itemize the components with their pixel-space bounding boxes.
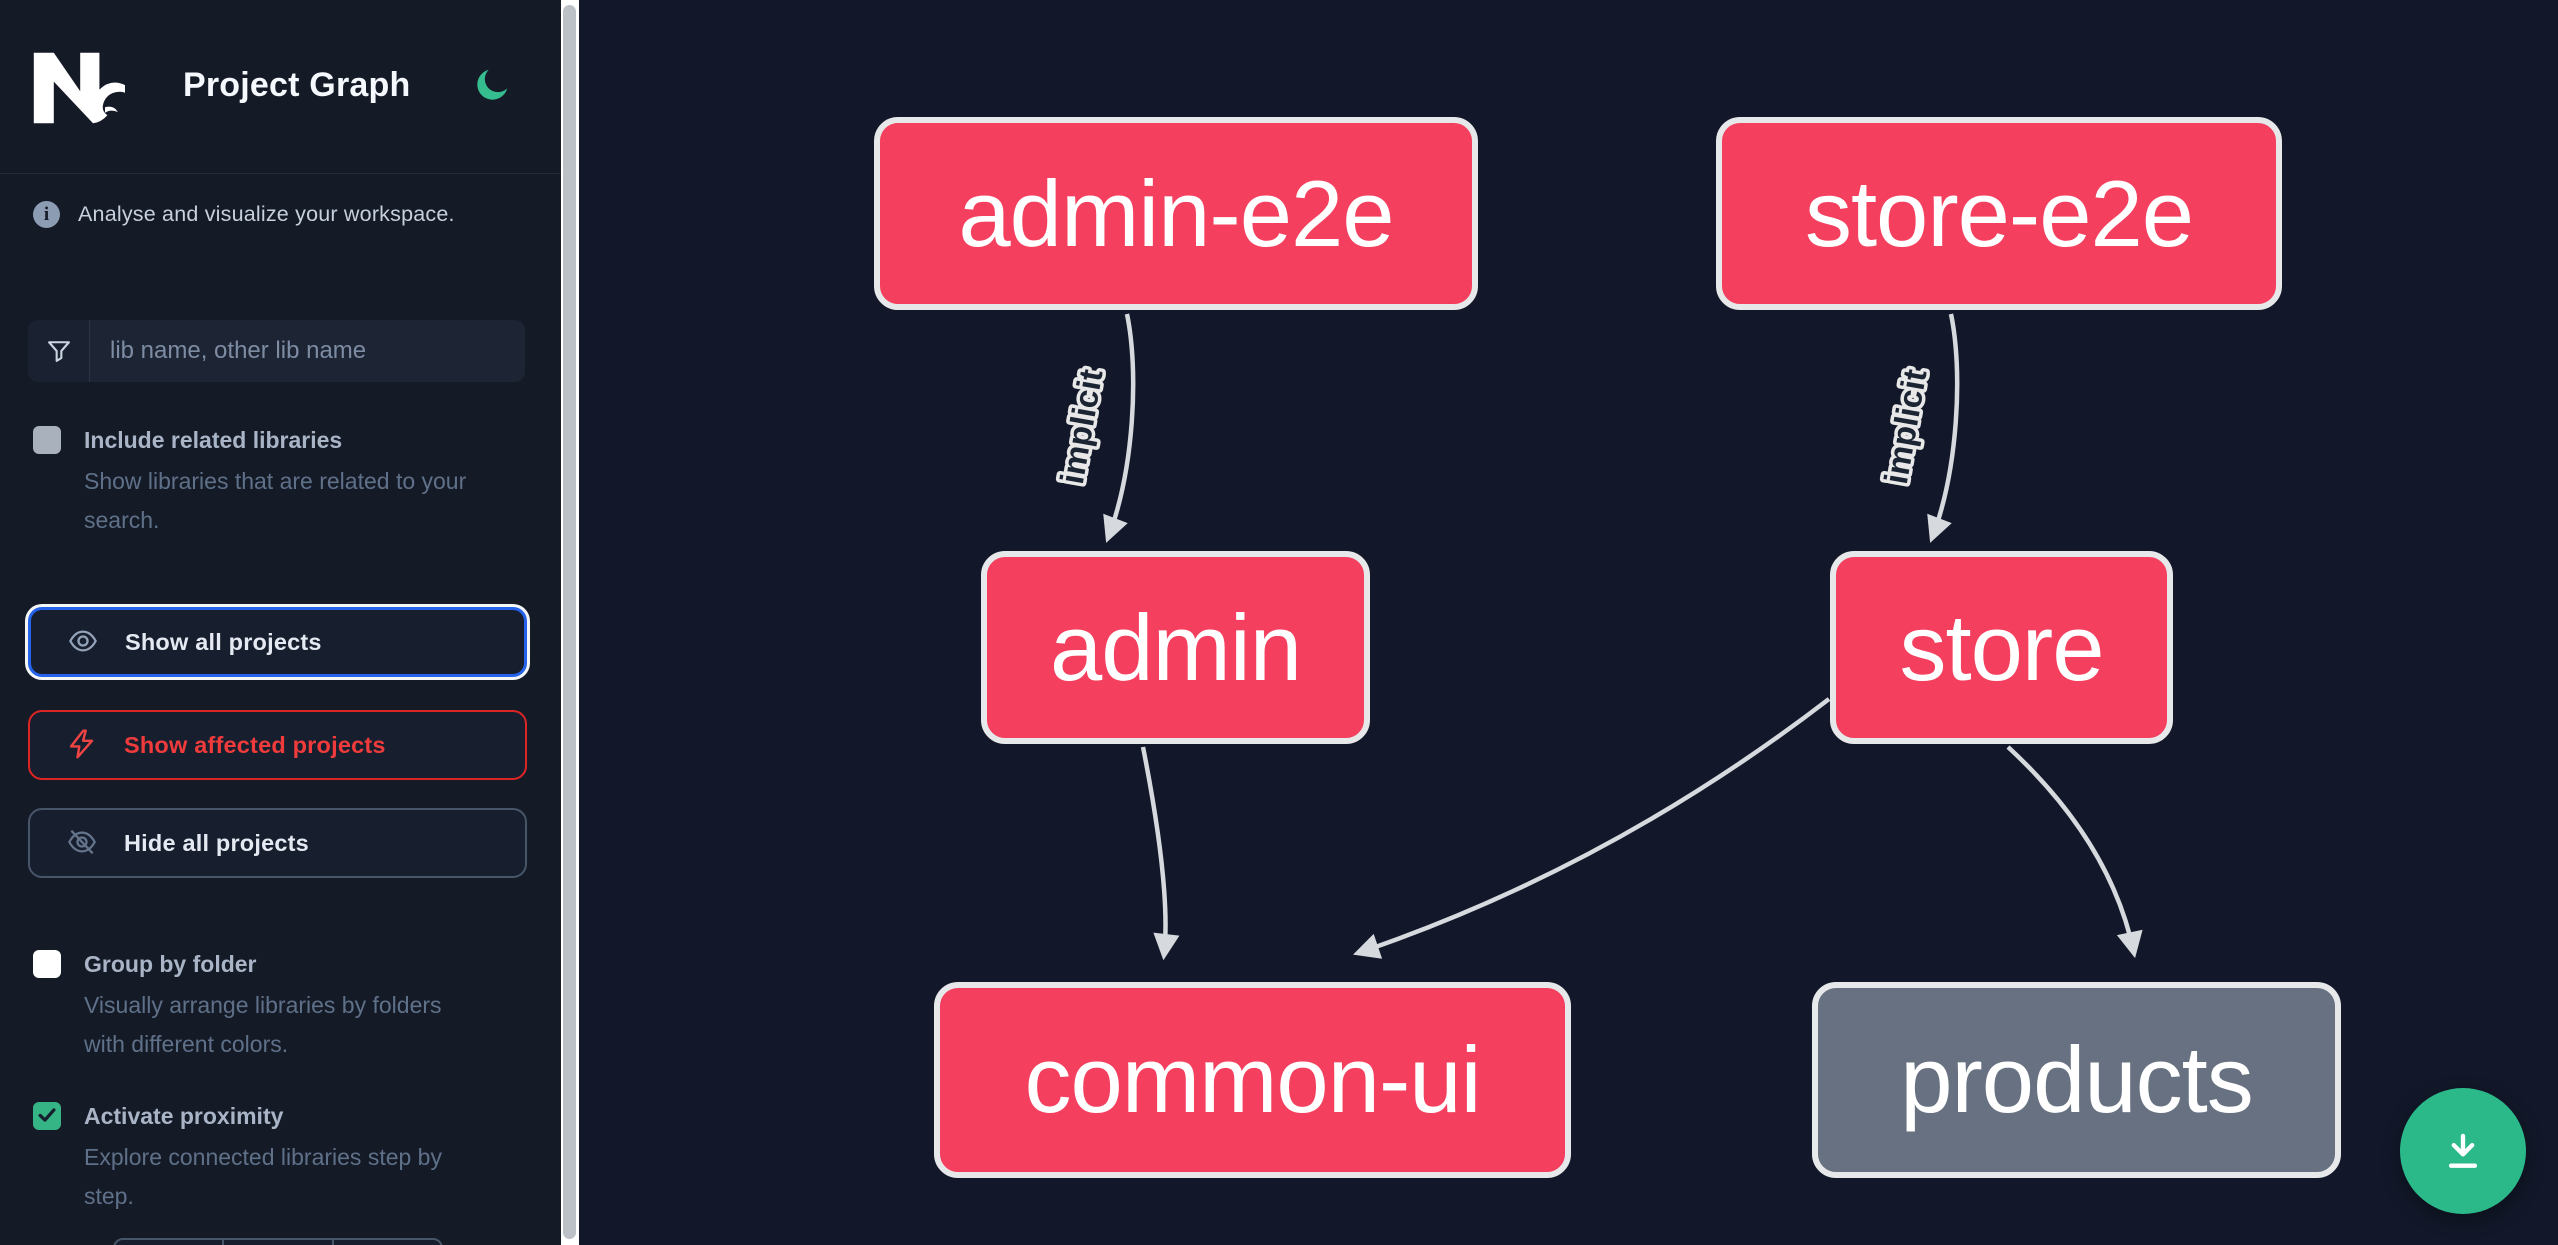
checkbox-description: Explore connected libraries step by step…: [84, 1144, 442, 1209]
show-affected-projects-button[interactable]: Show affected projects: [28, 710, 527, 780]
theme-toggle-button[interactable]: [470, 64, 514, 108]
moon-icon: [473, 69, 511, 107]
edge-store-to-common-ui: [1353, 697, 1831, 959]
sidebar-scrollbar-track: [561, 0, 579, 1245]
lightning-bolt-icon: [66, 728, 98, 763]
segment[interactable]: [224, 1240, 334, 1245]
search-input[interactable]: [90, 320, 525, 382]
activate-proximity-checkbox[interactable]: [33, 1102, 61, 1130]
checkbox-description: Visually arrange libraries by folders wi…: [84, 992, 442, 1057]
download-image-button[interactable]: [2400, 1088, 2526, 1214]
checkbox-row-include-related: Include related libraries Show libraries…: [33, 424, 516, 540]
download-icon: [2437, 1124, 2489, 1179]
show-all-projects-button[interactable]: Show all projects: [28, 607, 527, 677]
group-by-folder-checkbox[interactable]: [33, 950, 61, 978]
edge-admin-e2e-to-admin: [1103, 313, 1136, 543]
graph-node-common-ui[interactable]: common-ui: [934, 982, 1571, 1178]
filter-search-box: [28, 320, 525, 382]
checkmark-icon: [36, 1104, 58, 1129]
eye-icon: [67, 625, 99, 660]
bottom-segmented-control[interactable]: [113, 1238, 443, 1245]
sidebar-scrollbar-thumb[interactable]: [563, 5, 576, 1239]
segment[interactable]: [115, 1240, 225, 1245]
checkbox-row-group-by-folder: Group by folder Visually arrange librari…: [33, 948, 484, 1064]
checkbox-label: Group by folder: [84, 951, 257, 977]
include-related-checkbox[interactable]: [33, 426, 61, 454]
page-title: Project Graph: [183, 66, 411, 104]
sidebar-header: Project Graph: [0, 0, 561, 174]
funnel-filter-icon: [28, 320, 90, 382]
segment[interactable]: [334, 1240, 441, 1245]
edge-label-implicit: implicit: [1877, 366, 1933, 486]
checkbox-label: Include related libraries: [84, 427, 343, 453]
checkbox-description: Show libraries that are related to your …: [84, 468, 467, 533]
info-icon: i: [33, 201, 60, 228]
graph-edges: implicit implicit: [1050, 313, 2143, 961]
hide-all-projects-button[interactable]: Hide all projects: [28, 808, 527, 878]
button-label: Show affected projects: [124, 731, 386, 758]
edge-admin-to-common-ui: [1140, 746, 1180, 961]
edge-label-implicit: implicit: [1053, 366, 1109, 486]
button-label: Show all projects: [125, 628, 322, 655]
graph-node-admin-e2e[interactable]: admin-e2e: [874, 117, 1478, 310]
sidebar: Project Graph i Analyse and visualize yo…: [0, 0, 561, 1245]
graph-node-store[interactable]: store: [1830, 551, 2173, 744]
tagline-text: Analyse and visualize your workspace.: [78, 202, 455, 226]
checkbox-row-activate-proximity: Activate proximity Explore connected lib…: [33, 1100, 456, 1216]
eye-off-icon: [66, 826, 98, 861]
edge-store-e2e-to-store: [1927, 313, 1960, 543]
edge-store-to-products: [2006, 745, 2143, 959]
button-label: Hide all projects: [124, 829, 309, 856]
project-graph-canvas[interactable]: implicit implicit admin-e2e store-e2e ad…: [579, 0, 2558, 1245]
nx-logo: [29, 47, 132, 134]
graph-node-store-e2e[interactable]: store-e2e: [1716, 117, 2282, 310]
graph-node-products[interactable]: products: [1812, 982, 2341, 1178]
graph-node-admin[interactable]: admin: [981, 551, 1370, 744]
checkbox-label: Activate proximity: [84, 1103, 284, 1129]
workspace-info-row: i Analyse and visualize your workspace.: [33, 201, 455, 228]
